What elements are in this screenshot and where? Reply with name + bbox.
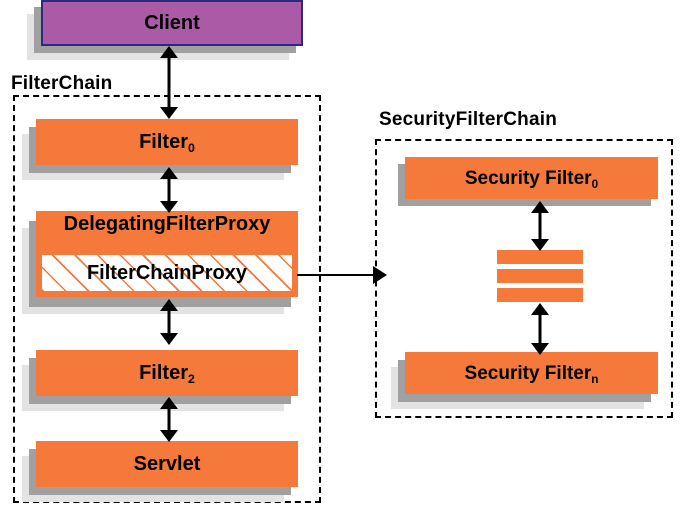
node-security-filter-n-label: Security Filtern — [464, 362, 599, 386]
arrow-shaft — [167, 54, 171, 111]
arrowhead-down — [160, 201, 178, 213]
node-filterchainproxy-label: FilterChainProxy — [86, 261, 248, 284]
node-filter0-label: Filter0 — [139, 131, 195, 156]
node-client[interactable]: Client — [41, 0, 303, 46]
arrow-proxy-to-securitychain — [297, 264, 387, 286]
node-client-label: Client — [144, 12, 200, 34]
arrowhead-up — [531, 303, 549, 315]
arrowhead-up — [160, 46, 178, 58]
group-box-filterchain — [13, 95, 321, 503]
node-servlet-label: Servlet — [133, 453, 201, 475]
node-filter0[interactable]: Filter0 — [36, 119, 298, 165]
arrow-shaft — [297, 274, 375, 276]
arrowhead-down — [531, 239, 549, 251]
arrowhead-down — [160, 430, 178, 442]
arrow-ellipsis-securityfiltern — [526, 303, 554, 355]
arrow-securityfilter0-ellipsis — [526, 201, 554, 251]
arrow-shaft — [538, 209, 542, 243]
node-filter2-label: Filter2 — [139, 362, 195, 387]
arrowhead-up — [531, 201, 549, 213]
node-security-filter0-label: Security Filter0 — [464, 167, 599, 191]
arrowhead-down — [531, 343, 549, 355]
arrow-shaft — [538, 311, 542, 347]
arrowhead-down — [160, 333, 178, 345]
arrowhead-up — [160, 397, 178, 409]
node-servlet[interactable]: Servlet — [36, 441, 298, 487]
group-label-filterchain: FilterChain — [11, 73, 113, 94]
arrow-shaft — [167, 307, 171, 337]
arrow-filter2-servlet — [155, 397, 183, 442]
node-security-filter0[interactable]: Security Filter0 — [405, 157, 658, 199]
arrow-shaft — [167, 175, 171, 205]
ellipsis-bar — [497, 288, 583, 302]
arrowhead-right — [373, 266, 387, 284]
arrowhead-up — [160, 167, 178, 179]
node-delegatingfilterproxy-label: DelegatingFilterProxy — [63, 213, 271, 235]
arrowhead-up — [160, 299, 178, 311]
arrow-filter0-delegating — [155, 167, 183, 213]
group-label-securityfilterchain: SecurityFilterChain — [379, 109, 558, 130]
node-filter2[interactable]: Filter2 — [36, 350, 298, 396]
arrow-delegating-filter2 — [155, 299, 183, 345]
arrow-shaft — [167, 405, 171, 434]
arrow-client-filter0 — [155, 46, 183, 119]
ellipsis-bar — [497, 250, 583, 264]
arrowhead-down — [160, 107, 178, 119]
node-security-filter-n[interactable]: Security Filtern — [405, 352, 658, 394]
node-filterchainproxy[interactable]: FilterChainProxy — [41, 254, 293, 292]
ellipsis-bar — [497, 269, 583, 283]
